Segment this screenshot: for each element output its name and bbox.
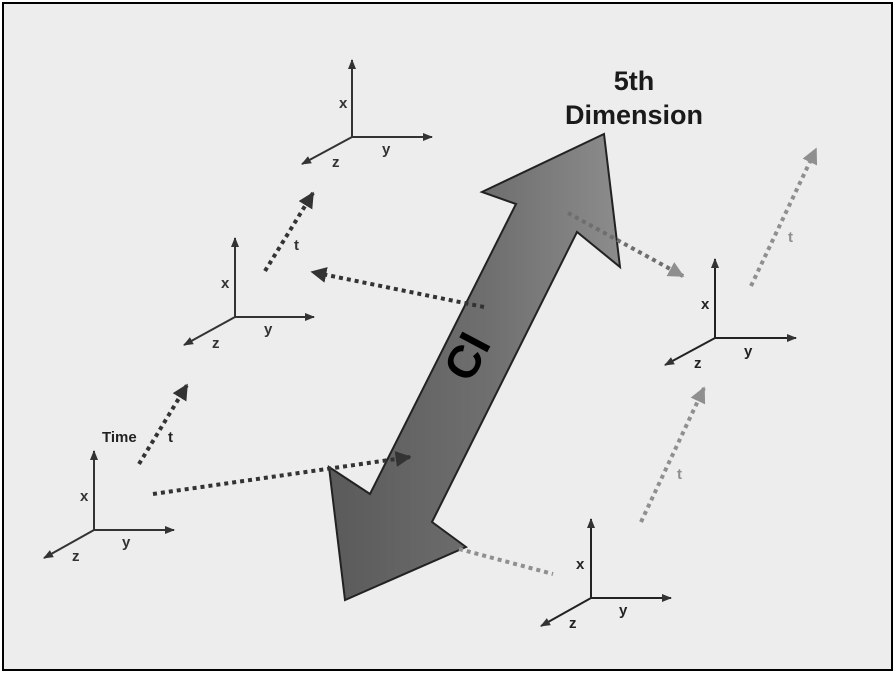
time-arrow-left-lower [137,383,189,466]
axis-label-y: y [619,602,628,619]
axis-label-y: y [122,534,131,551]
connector-lower-right [458,547,554,576]
time-label: Time [102,429,137,446]
time-arrow-label-left-lower: t [168,429,173,446]
time-arrow-right-lower [639,386,706,523]
coordinate-frame-left-bottom [43,450,175,559]
axis-label-z: z [694,355,702,372]
axis-label-x: x [339,95,348,112]
axis-label-z: z [569,615,577,632]
axis-label-y: y [382,141,391,158]
coordinate-frame-right-top [664,258,797,366]
axis-label-x: x [221,275,230,292]
axis-label-x: x [576,556,585,573]
axis-label-x: x [701,296,710,313]
time-arrow-left-upper [263,191,315,273]
axis-label-y: y [744,343,753,360]
ci-double-arrow [327,132,622,602]
coordinate-frame-left-top [301,59,433,165]
coordinate-frame-right-bottom [540,518,672,627]
connector-arrows-dark [137,191,485,496]
time-arrow-label-right-lower: t [677,466,682,483]
time-arrow-label-right-upper: t [788,229,793,246]
axis-label-x: x [80,488,89,505]
connector-from-lower-frame [152,451,412,496]
coordinate-frame-left-middle [183,237,315,346]
time-arrow-right-upper [749,147,818,287]
axis-label-z: z [332,154,340,171]
connector-to-right-frame [567,211,685,278]
title-line-1: 5th [614,66,655,96]
connector-to-upper-frame [310,267,485,309]
axis-label-z: z [212,335,220,352]
connector-arrows-light [458,147,818,576]
diagram-canvas: CI 5th Dimension t Time t t t x y z x y … [43,59,818,632]
axis-label-z: z [72,548,80,565]
time-arrow-label-left-upper: t [294,237,299,254]
title-line-2: Dimension [565,100,703,130]
axis-label-y: y [264,321,273,338]
